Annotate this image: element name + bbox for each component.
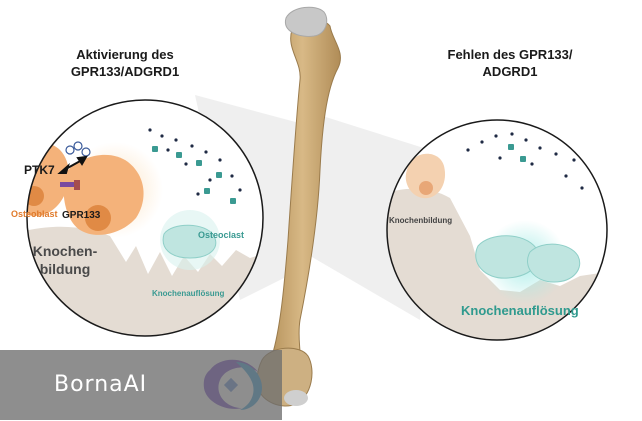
osteoblast-cell-2 — [63, 154, 144, 235]
bone-tissue-right — [387, 188, 607, 340]
receptor-gpr133 — [74, 180, 80, 190]
label-osteoblast: Osteoblast — [11, 209, 58, 219]
osteoclast-cell-left — [162, 224, 217, 259]
label-gpr133: GPR133 — [62, 210, 101, 221]
watermark-banner — [0, 350, 282, 420]
label-knochenbildung-right: Knochenbildung — [389, 216, 453, 225]
double-arrow-icon — [57, 155, 88, 174]
label-knochenaufloesung-right: Knochenauflösung — [461, 303, 579, 318]
osteoblast-nucleus-right — [419, 181, 433, 195]
zoom-circle-right — [386, 119, 608, 341]
label-osteoclast: Osteoclast — [198, 230, 245, 240]
pulse-dots-right — [466, 132, 584, 190]
pulse-dots-left — [148, 128, 242, 196]
title-absence: Fehlen des GPR133/ ADGRD1 — [447, 47, 573, 79]
osteoblast-nucleus-1 — [27, 186, 44, 206]
watermark-text: BornaAI — [54, 372, 148, 397]
title-activation: Aktivierung des GPR133/ADGRD1 — [70, 47, 180, 79]
label-ptk7: PTK7 — [24, 163, 55, 177]
label-knochenbildung-left: Knochen- bildung — [32, 243, 98, 277]
label-knochenaufloesung-left: Knochenauflösung — [152, 289, 225, 298]
osteoclast-cell-right-2 — [527, 243, 581, 283]
receptor-icon — [60, 182, 74, 187]
osteoblast-nucleus-2 — [85, 205, 111, 231]
teal-particles-left — [152, 146, 236, 204]
zoom-circle-left — [26, 99, 264, 337]
femur-condyle — [284, 390, 308, 406]
femur-head — [284, 6, 328, 37]
osteoblast-cell-right — [405, 153, 446, 199]
